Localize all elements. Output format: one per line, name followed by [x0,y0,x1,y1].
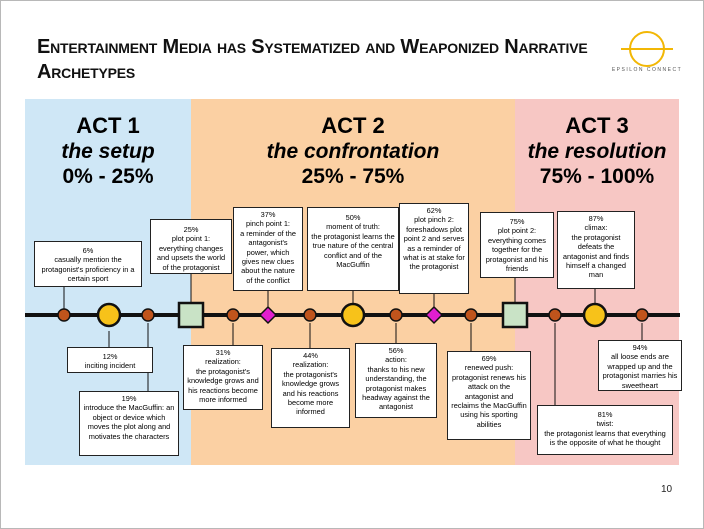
act2-range: 25% - 75% [301,165,405,188]
note-37: 37% pinch point 1: a reminder of the ant… [233,207,303,291]
act1-subtitle: the setup [61,140,155,163]
marker-37 [258,305,278,325]
marker-62 [424,305,444,325]
note-50: 50% moment of truth: the protagonist lea… [307,207,399,291]
note-81: 81% twist: the protagonist learns that e… [537,405,673,455]
note-44: 44% realization: the protagonist's knowl… [271,348,350,428]
marker-56 [389,308,403,322]
note-62: 62% plot pinch 2: foreshadows plot point… [399,203,469,294]
page-number: 10 [661,484,673,495]
note-12: 12% inciting incident [67,347,153,373]
marker-69 [464,308,478,322]
note-56: 56% action: thanks to his new understand… [355,343,437,418]
marker-25 [177,301,205,329]
logo-text: EPSILON CONNECT [611,67,683,73]
act3-header: ACT 3 the resolution 75% - 100% [515,113,679,189]
marker-50 [340,302,366,328]
marker-44 [303,308,317,322]
slide-title: Entertainment Media has Systematized and… [37,36,588,83]
epsilon-connect-logo [621,31,673,67]
act3-range: 75% - 100% [539,165,655,188]
note-25: 25% plot point 1: everything changes and… [150,219,232,274]
note-87: 87% climax: the protagonist defeats the … [557,211,635,289]
act3-name: ACT 3 [565,113,629,138]
marker-87 [582,302,608,328]
act3-subtitle: the resolution [527,140,667,163]
note-69: 69% renewed push: protagonist renews his… [447,351,531,440]
act1-name: ACT 1 [76,113,140,138]
note-6: 6% casually mention the protagonist's pr… [34,241,142,287]
note-75: 75% plot point 2: everything comes toget… [480,212,554,278]
note-31: 31% realization: the protagonist's knowl… [183,345,263,410]
marker-94 [635,308,649,322]
act1-header: ACT 1 the setup 0% - 25% [25,113,191,189]
marker-81 [548,308,562,322]
marker-31 [226,308,240,322]
marker-6 [57,308,71,322]
marker-75 [501,301,529,329]
act2-subtitle: the confrontation [266,140,440,163]
act2-name: ACT 2 [321,113,385,138]
marker-12 [96,302,122,328]
act1-range: 0% - 25% [62,165,154,188]
marker-19 [141,308,155,322]
note-19: 19% introduce the MacGuffin: an object o… [79,391,179,456]
note-94: 94% all loose ends are wrapped up and th… [598,340,682,391]
act2-header: ACT 2 the confrontation 25% - 75% [191,113,515,189]
